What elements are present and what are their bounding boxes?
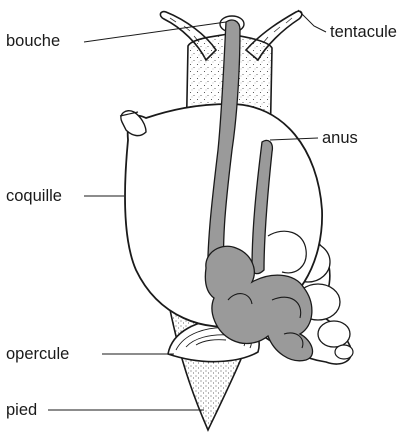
label-anus: anus	[322, 129, 358, 147]
label-opercule: opercule	[6, 345, 69, 363]
label-bouche: bouche	[6, 32, 60, 50]
label-coquille: coquille	[6, 187, 62, 205]
label-tentacule: tentacule	[330, 23, 397, 41]
label-pied: pied	[6, 401, 37, 419]
